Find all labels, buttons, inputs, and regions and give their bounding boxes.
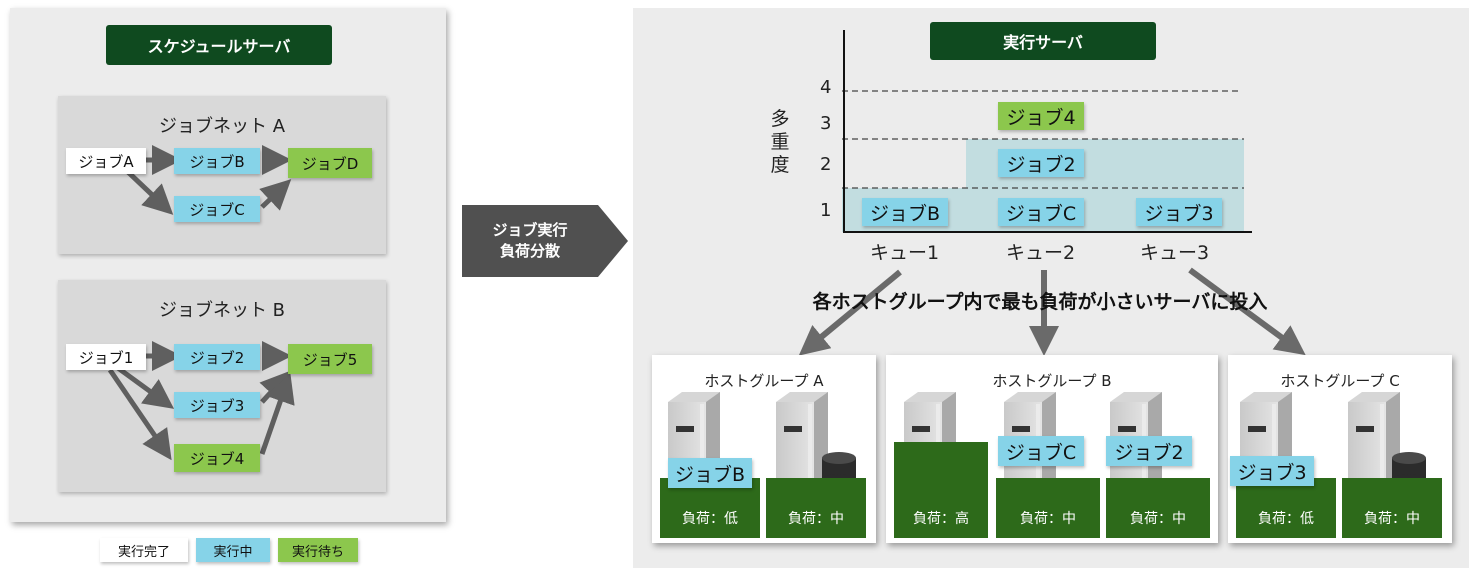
legend-running: 実行中 — [196, 538, 270, 562]
legend-waiting: 実行待ち — [278, 538, 358, 562]
queue-3-label: キュー3 — [1140, 242, 1210, 264]
host-group-b-title: ホストグループ B — [992, 372, 1112, 390]
jobnet-a-title: ジョブネット A — [158, 116, 286, 137]
queue1-job-b[interactable]: ジョブB — [862, 198, 948, 226]
host-b-server-3-job[interactable]: ジョブ2 — [1106, 436, 1192, 466]
jobnet-b-title: ジョブネット B — [158, 300, 286, 321]
y-axis-char-3: 度 — [770, 154, 790, 176]
y-tick-4: 4 — [820, 77, 832, 98]
y-tick-2: 2 — [820, 154, 832, 175]
queue3-job-3[interactable]: ジョブ3 — [1136, 198, 1222, 226]
jobnet-arrows — [107, 145, 295, 461]
y-tick-1: 1 — [820, 200, 832, 221]
host-c-server-1-load: 負荷：低 — [1236, 478, 1336, 538]
dispatch-banner: 各ホストグループ内で最も負荷が小さいサーバに投入 — [812, 291, 1268, 313]
host-b-server-3-load: 負荷：中 — [1106, 478, 1210, 538]
job-a[interactable]: ジョブA — [66, 148, 146, 174]
host-b-server-2-load: 負荷：中 — [996, 478, 1100, 538]
job-4[interactable]: ジョブ4 — [174, 444, 260, 472]
queue2-job-2[interactable]: ジョブ2 — [998, 149, 1084, 177]
job-3[interactable]: ジョブ3 — [174, 392, 260, 418]
load-balance-label: ジョブ実行 負荷分散 — [466, 216, 594, 266]
host-c-server-1-job[interactable]: ジョブ3 — [1230, 456, 1314, 486]
host-b-server-1-load: 負荷：高 — [894, 442, 988, 538]
host-a-server-2-load: 負荷：中 — [766, 478, 866, 538]
y-tick-3: 3 — [820, 113, 832, 134]
queue-1-label: キュー1 — [870, 242, 940, 264]
host-group-a-title: ホストグループ A — [704, 372, 824, 390]
host-b-server-2-job[interactable]: ジョブC — [998, 436, 1084, 466]
queue-2-label: キュー2 — [1006, 242, 1076, 264]
load-balance-line1: ジョブ実行 — [492, 221, 568, 239]
y-axis-label: 多 重 度 — [768, 108, 792, 177]
queue2-job-c[interactable]: ジョブC — [998, 198, 1084, 226]
queue2-job-4[interactable]: ジョブ4 — [998, 102, 1084, 130]
legend-done: 実行完了 — [100, 538, 188, 562]
host-a-server-1-job[interactable]: ジョブB — [668, 458, 752, 488]
host-a-server-1-load: 負荷：低 — [660, 478, 760, 538]
y-axis-char-1: 多 — [770, 108, 790, 130]
schedule-server-title: スケジュールサーバ — [106, 25, 332, 65]
job-d[interactable]: ジョブD — [288, 148, 372, 178]
host-c-server-2-load: 負荷：中 — [1342, 478, 1442, 538]
load-balance-arrow-icon — [462, 205, 628, 277]
job-c[interactable]: ジョブC — [174, 196, 260, 222]
y-axis-char-2: 重 — [770, 131, 790, 153]
job-5[interactable]: ジョブ5 — [288, 344, 372, 374]
load-balance-line2: 負荷分散 — [499, 242, 560, 260]
job-1[interactable]: ジョブ1 — [66, 344, 146, 370]
job-b[interactable]: ジョブB — [174, 148, 260, 174]
exec-server-title: 実行サーバ — [930, 22, 1156, 60]
host-group-c-title: ホストグループ C — [1280, 372, 1400, 390]
job-2[interactable]: ジョブ2 — [174, 344, 260, 370]
